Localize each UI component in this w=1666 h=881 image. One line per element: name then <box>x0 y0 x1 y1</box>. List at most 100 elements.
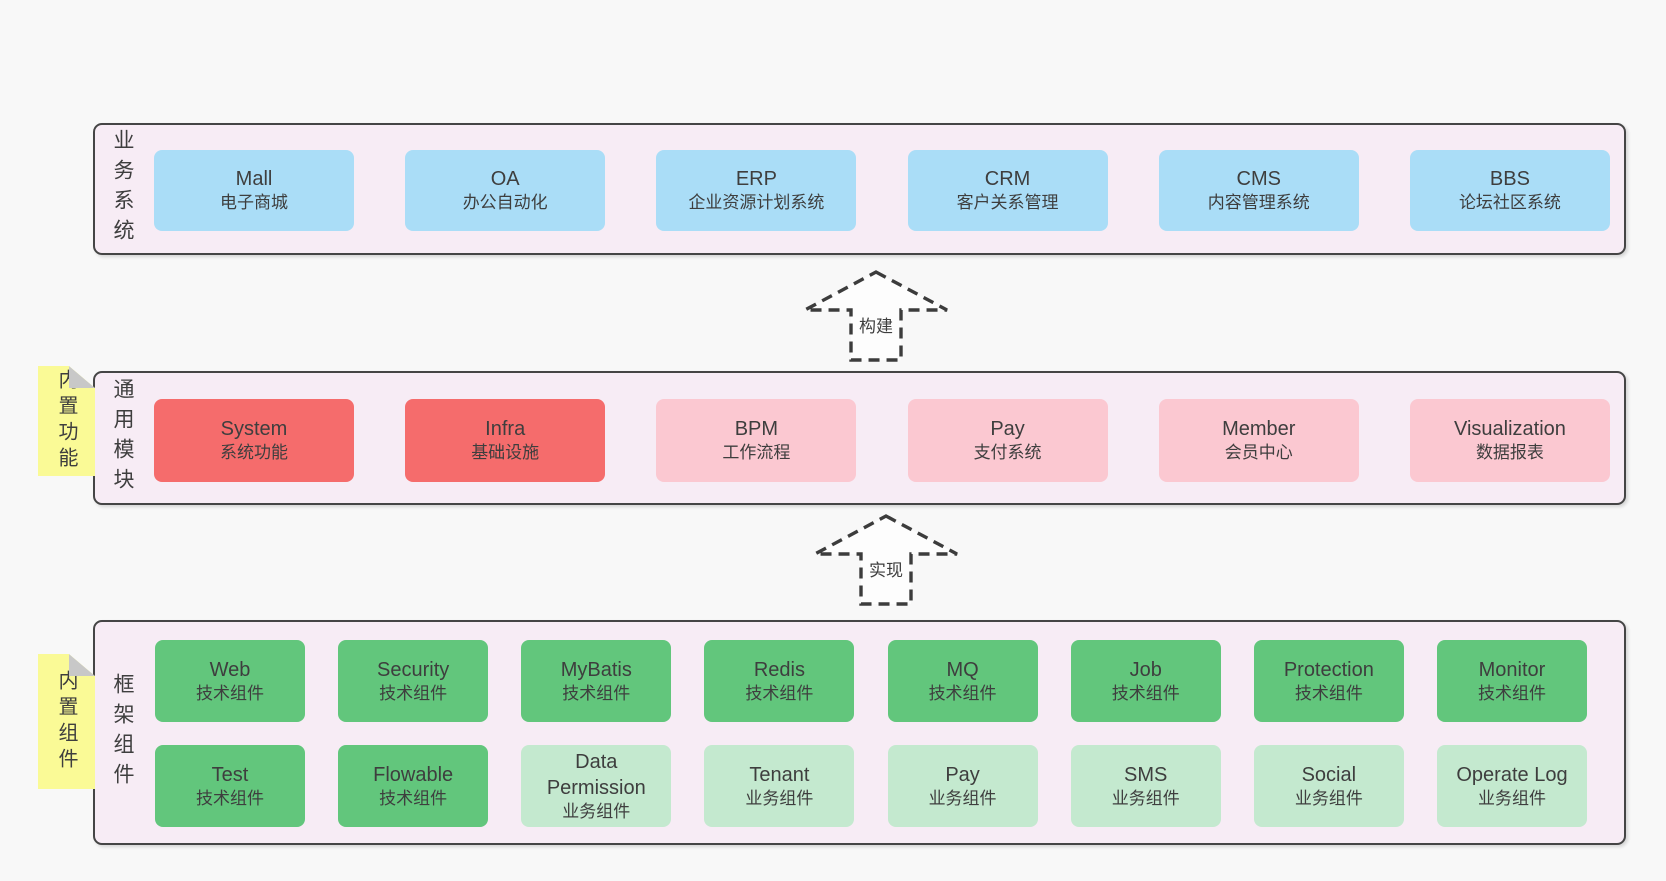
module-title: BBS <box>1489 168 1530 191</box>
sticky-note-built-in-components: 内置组件 <box>38 654 95 789</box>
module-title: Pay <box>945 763 980 786</box>
module-title: Job <box>1129 658 1162 681</box>
module-subtitle: 工作流程 <box>722 443 791 463</box>
module-subtitle: 技术组件 <box>1294 683 1363 703</box>
module-subtitle: 技术组件 <box>928 683 997 703</box>
module-subtitle: 业务组件 <box>1294 788 1363 808</box>
module-title: Mall <box>235 168 273 191</box>
module-title: OA <box>490 168 520 191</box>
arrow-label: 实现 <box>867 556 905 581</box>
module-subtitle: 数据报表 <box>1475 443 1544 463</box>
module-subtitle: 技术组件 <box>379 788 448 808</box>
module-title: Test <box>211 763 249 786</box>
module-subtitle: 技术组件 <box>1477 683 1546 703</box>
band-label: 业务系统 <box>111 129 134 249</box>
module-title: System <box>220 418 288 441</box>
module-title: Tenant <box>749 763 810 786</box>
module-title: BPM <box>734 418 779 441</box>
build-arrow: 构建 <box>801 268 951 364</box>
arrow-label: 构建 <box>857 312 895 337</box>
module-subtitle: 论坛社区系统 <box>1458 193 1561 213</box>
band-label: 通用模块 <box>111 378 134 498</box>
sticky-fold-corner-icon <box>69 366 95 388</box>
module-title: Redis <box>753 658 805 681</box>
module-subtitle: 业务组件 <box>928 788 997 808</box>
module-subtitle: 支付系统 <box>973 443 1042 463</box>
module-title: Flowable <box>373 763 454 786</box>
module-title: Visualization <box>1453 418 1566 441</box>
module-title: CMS <box>1236 168 1281 191</box>
module-subtitle: 业务组件 <box>562 801 631 821</box>
module-title: Infra <box>485 418 526 441</box>
module-subtitle: 办公自动化 <box>462 193 548 213</box>
module-title: Member <box>1222 418 1296 441</box>
module-subtitle: 企业资源计划系统 <box>688 193 825 213</box>
module-subtitle: 系统功能 <box>220 443 288 463</box>
module-subtitle: 业务组件 <box>1111 788 1180 808</box>
band-label: 框架组件 <box>111 672 134 793</box>
module-subtitle: 技术组件 <box>1111 683 1180 703</box>
module-subtitle: 业务组件 <box>745 788 814 808</box>
module-title: Monitor <box>1478 658 1546 681</box>
module-subtitle: 技术组件 <box>196 788 264 808</box>
module-subtitle: 内容管理系统 <box>1207 193 1310 213</box>
module-title: Social <box>1301 763 1357 786</box>
sticky-note-built-in-features: 内置功能 <box>38 366 95 476</box>
sticky-fold-corner-icon <box>69 654 95 676</box>
module-subtitle: 技术组件 <box>379 683 448 703</box>
implement-arrow: 实现 <box>811 512 961 608</box>
module-title: SMS <box>1124 763 1168 786</box>
module-title: Data Permission <box>546 750 646 799</box>
module-subtitle: 业务组件 <box>1477 788 1546 808</box>
sticky-note-text: 内置组件 <box>55 669 77 774</box>
module-title: Web <box>209 658 251 681</box>
module-subtitle: 技术组件 <box>196 683 264 703</box>
module-subtitle: 基础设施 <box>471 443 540 463</box>
module-title: MQ <box>946 658 979 681</box>
module-subtitle: 电子商城 <box>220 193 288 213</box>
module-subtitle: 技术组件 <box>745 683 814 703</box>
sticky-note-text: 内置功能 <box>55 369 77 473</box>
module-subtitle: 技术组件 <box>562 683 631 703</box>
module-title: Pay <box>990 418 1025 441</box>
module-title: ERP <box>735 168 777 191</box>
module-title: Operate Log <box>1456 763 1568 786</box>
module-title: MyBatis <box>560 658 632 681</box>
module-title: CRM <box>984 168 1031 191</box>
